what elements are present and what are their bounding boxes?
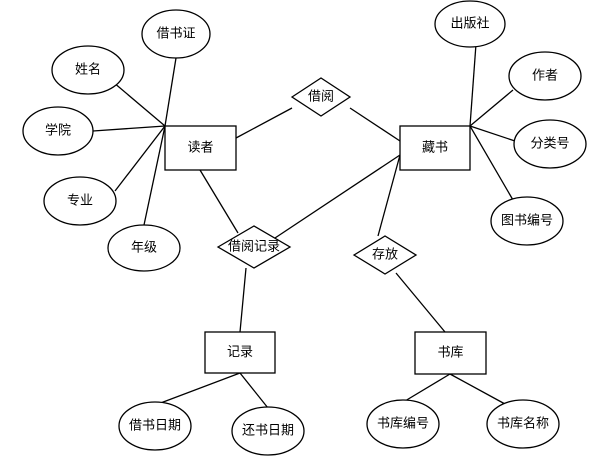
edge-reader-college (92, 125, 166, 132)
edge-reader-major (114, 125, 166, 192)
attribute-author[interactable]: 作者 (508, 51, 582, 101)
attribute-college-label: 学院 (45, 123, 71, 139)
attribute-publisher[interactable]: 出版社 (434, 0, 506, 48)
entity-book-label: 藏书 (422, 141, 448, 156)
attribute-book-no[interactable]: 图书编号 (490, 196, 564, 246)
edge-reader-grade (143, 125, 166, 226)
attribute-return-date[interactable]: 还书日期 (231, 406, 305, 456)
edge-book-store (377, 154, 401, 237)
relationship-borrow-record-label: 借阅记录 (228, 240, 280, 255)
edge-book-publisher (469, 43, 477, 127)
edge-borrow-record-book (274, 154, 401, 239)
edge-borrow-record-record (239, 267, 247, 333)
edge-library-lib-name (449, 373, 506, 405)
attribute-college[interactable]: 学院 (22, 106, 94, 156)
edge-book-class-no (469, 125, 516, 142)
attribute-lib-name[interactable]: 书库名称 (486, 399, 560, 449)
edge-reader-borrow (235, 107, 293, 139)
attribute-grade-label: 年级 (131, 241, 157, 256)
attribute-name-label: 姓名 (75, 62, 101, 78)
attribute-author-label: 作者 (532, 69, 558, 84)
entity-library[interactable]: 书库 (414, 331, 487, 375)
attribute-class-no-label: 分类号 (530, 137, 569, 152)
edge-store-library (395, 272, 446, 333)
attribute-major-label: 专业 (67, 194, 93, 209)
relationship-borrow-label: 借阅 (308, 90, 334, 105)
edge-record-borrow-date (149, 372, 241, 408)
entity-reader-label: 读者 (187, 141, 213, 156)
edge-reader-card (164, 57, 177, 127)
attribute-publisher-label: 出版社 (450, 16, 489, 32)
entity-reader[interactable]: 读者 (164, 125, 237, 171)
edges (92, 43, 516, 409)
entity-library-label: 书库 (437, 345, 463, 361)
edge-library-lib-no (399, 373, 451, 405)
edge-borrow-book (349, 107, 401, 142)
attribute-lib-no[interactable]: 书库编号 (366, 399, 440, 449)
attribute-grade[interactable]: 年级 (107, 224, 181, 272)
attribute-name[interactable]: 姓名 (51, 45, 125, 95)
attribute-borrow-date[interactable]: 借书日期 (118, 401, 192, 451)
attribute-book-no-label: 图书编号 (501, 214, 553, 229)
edge-book-author (469, 89, 514, 127)
edge-reader-name (112, 81, 166, 127)
attribute-class-no[interactable]: 分类号 (513, 119, 587, 169)
attribute-major[interactable]: 专业 (43, 176, 117, 226)
attribute-lib-no-label: 书库编号 (377, 416, 429, 432)
attribute-return-date-label: 还书日期 (242, 424, 294, 439)
attribute-card-label: 借书证 (156, 27, 195, 42)
relationship-borrow[interactable]: 借阅 (290, 77, 352, 117)
attribute-borrow-date-label: 借书日期 (129, 419, 181, 434)
relationship-borrow-record[interactable]: 借阅记录 (216, 225, 292, 269)
edge-reader-borrow-record (199, 169, 239, 234)
edge-record-return-date (239, 372, 269, 409)
entity-record[interactable]: 记录 (204, 331, 276, 374)
edge-book-book-no (469, 125, 514, 201)
attribute-lib-name-label: 书库名称 (497, 416, 549, 432)
relationship-store-label: 存放 (372, 248, 398, 263)
entity-record-label: 记录 (227, 345, 253, 360)
entity-book[interactable]: 藏书 (399, 125, 471, 171)
relationship-store[interactable]: 存放 (352, 235, 418, 275)
attribute-card[interactable]: 借书证 (141, 9, 211, 59)
